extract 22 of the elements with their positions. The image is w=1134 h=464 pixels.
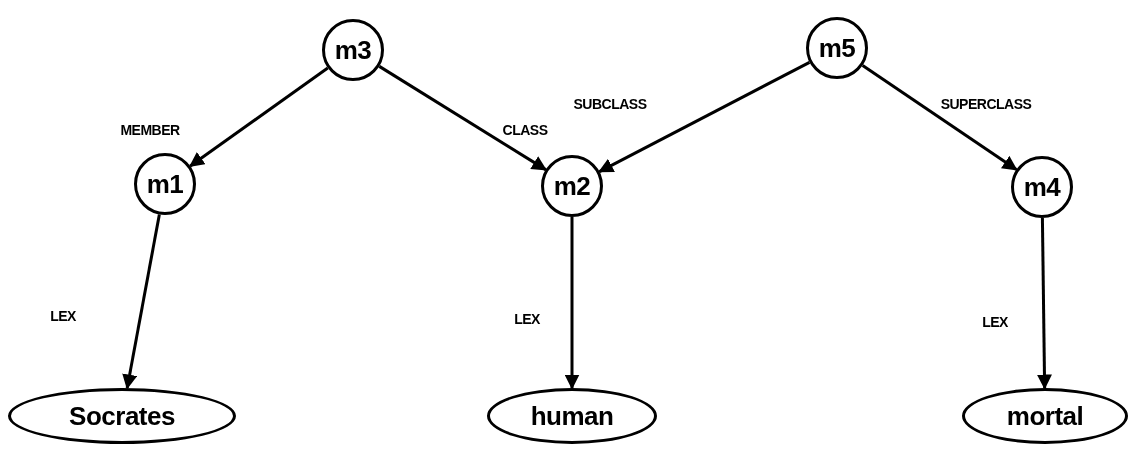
node-label: m1 [146,168,184,200]
node-label: m3 [334,34,372,66]
arrow [598,61,811,173]
edge-label: CLASS [500,122,550,138]
node-label: Socrates [69,400,175,432]
edge-label: SUBCLASS [571,96,649,112]
edge-label: LEX [48,308,78,324]
arrow [564,217,580,390]
node-label: m5 [818,32,856,64]
node-label: human [530,400,614,432]
node-label: m2 [553,170,591,202]
edge-label: MEMBER [118,122,182,138]
edge-label: LEX [980,314,1010,330]
arrow [861,64,1018,171]
edge-label: LEX [512,311,542,327]
arrow [1036,217,1052,390]
arrow [189,66,329,168]
arrow [378,65,547,171]
node-label: mortal [1006,400,1084,432]
arrow [122,214,161,390]
node-label: m4 [1023,171,1061,203]
edge-label: SUPERCLASS [938,96,1034,112]
